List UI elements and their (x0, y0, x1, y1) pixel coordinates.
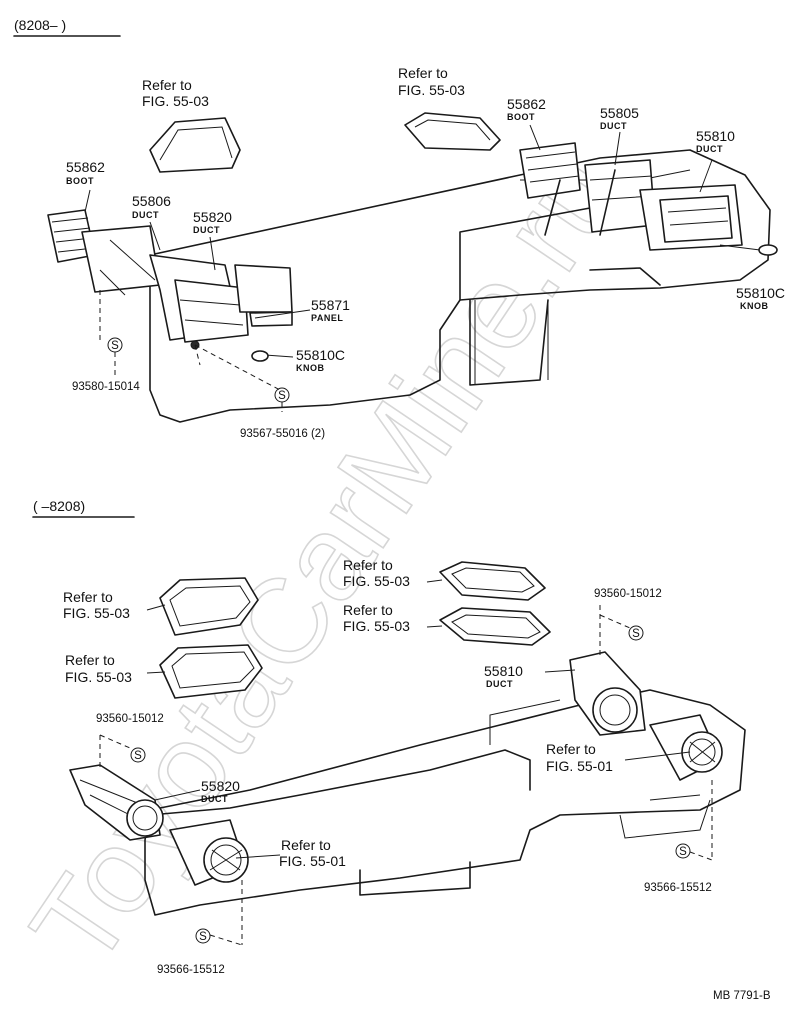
part-55810-bottom-name: DUCT (486, 679, 513, 689)
part-55810-top-name: DUCT (696, 144, 723, 154)
bottom-ref-right-mid-line2: FIG. 55-01 (546, 758, 613, 774)
part-93566-15512-left: 93566-15512 (157, 964, 225, 976)
screw-symbol-top-bottom: S (274, 387, 290, 403)
screw-symbol-bottom-lower-right: S (675, 843, 691, 859)
part-55862-left-number: 55862 (66, 159, 105, 175)
bottom-ref-right-2-line2: FIG. 55-03 (343, 618, 410, 634)
part-93580-15014: 93580-15014 (72, 381, 140, 393)
svg-text:S: S (632, 628, 640, 640)
svg-text:S: S (278, 390, 286, 402)
part-55862-left-name: BOOT (66, 176, 94, 186)
svg-text:S: S (111, 340, 119, 352)
bottom-ref-right-1-line2: FIG. 55-03 (343, 573, 410, 589)
footer-code: MB 7791-B (713, 990, 771, 1002)
part-55871-number: 55871 (311, 297, 350, 313)
part-55810c-left-name: KNOB (296, 363, 325, 373)
top-range-label: (8208– ) (14, 17, 66, 33)
bottom-ref-left-1-line2: FIG. 55-03 (63, 605, 130, 621)
dashboard-bottom (144, 689, 746, 916)
screw-symbol-top-left: S (107, 337, 123, 353)
part-55820-bottom-name: DUCT (201, 794, 228, 804)
part-93560-15012-left: 93560-15012 (96, 713, 164, 725)
top-ref-right-line1: Refer to (398, 65, 448, 81)
screw-symbol-bottom-lower-left: S (195, 928, 211, 944)
bottom-ref-right-2-line1: Refer to (343, 602, 393, 618)
svg-text:S: S (134, 750, 142, 762)
bottom-ref-left-2-line2: FIG. 55-03 (65, 669, 132, 685)
svg-text:S: S (199, 931, 207, 943)
part-55810-bottom-number: 55810 (484, 663, 523, 679)
part-93566-15512-right: 93566-15512 (644, 882, 712, 894)
bottom-ref-center-line2: FIG. 55-01 (279, 853, 346, 869)
bottom-ref-center-line1: Refer to (281, 837, 331, 853)
part-55820-top-name: DUCT (193, 225, 220, 235)
part-55805-name: DUCT (600, 121, 627, 131)
top-ref-left-line1: Refer to (142, 77, 192, 93)
bottom-ref-left-1-line1: Refer to (63, 589, 113, 605)
bottom-ref-right-1-line1: Refer to (343, 557, 393, 573)
top-ref-left-line2: FIG. 55-03 (142, 93, 209, 109)
part-55805-number: 55805 (600, 105, 639, 121)
part-55810c-right-name: KNOB (740, 301, 769, 311)
part-55820-top-number: 55820 (193, 209, 232, 225)
part-55806-number: 55806 (132, 193, 171, 209)
part-55806-name: DUCT (132, 210, 159, 220)
top-ref-right-line2: FIG. 55-03 (398, 82, 465, 98)
part-55862-right-name: BOOT (507, 112, 535, 122)
knob-top-left (251, 350, 269, 362)
bottom-right-duct (569, 651, 723, 781)
part-55871-name: PANEL (311, 313, 343, 323)
part-93567-55016: 93567-55016 (2) (240, 428, 325, 440)
screw-symbol-bottom-left: S (130, 747, 146, 763)
svg-text:S: S (679, 846, 687, 858)
top-left-duct-assembly (47, 209, 293, 350)
bottom-leaders (99, 579, 713, 946)
part-55820-bottom-number: 55820 (201, 778, 240, 794)
bottom-left-duct (69, 764, 249, 886)
bottom-ref-right-mid-line1: Refer to (546, 741, 596, 757)
boot-bottom-left-1 (159, 577, 259, 636)
boot-bottom-right-2 (439, 607, 551, 646)
part-55862-right-number: 55862 (507, 96, 546, 112)
screw-symbol-bottom-right-top: S (628, 625, 644, 641)
boot-bottom-left-2 (159, 644, 263, 699)
boot-top-right (404, 112, 501, 151)
part-55810-top-number: 55810 (696, 128, 735, 144)
part-55810c-right-number: 55810C (736, 285, 785, 301)
bottom-range-label: ( –8208) (33, 498, 85, 514)
top-leaders (84, 124, 713, 412)
part-55810c-left-number: 55810C (296, 347, 345, 363)
part-93560-15012-right: 93560-15012 (594, 588, 662, 600)
top-right-duct-assembly (519, 142, 778, 256)
boot-top-left (149, 117, 241, 173)
bottom-ref-left-2-line1: Refer to (65, 652, 115, 668)
